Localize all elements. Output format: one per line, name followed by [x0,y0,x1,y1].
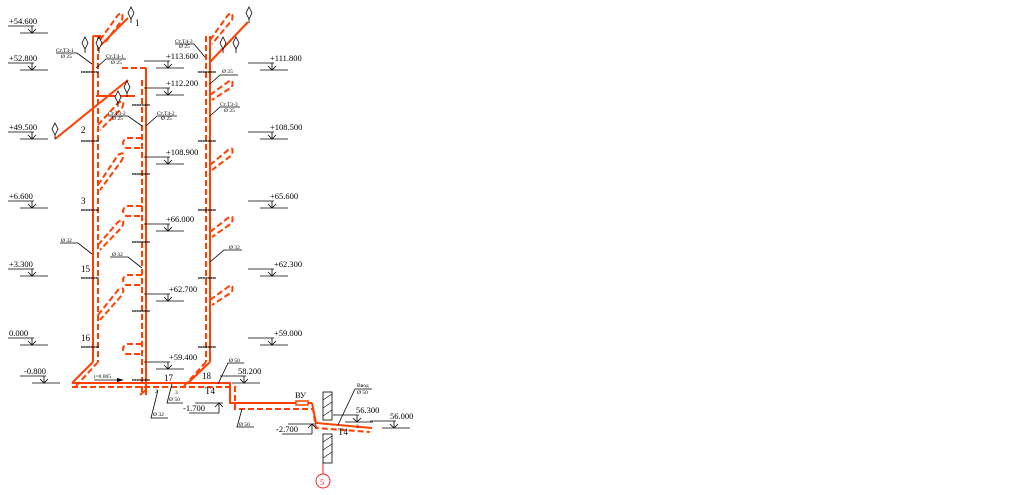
floor-numbers: 1 2 3 15 16 17 18 [81,18,212,383]
elevation-label: -1.700 [183,403,205,413]
section-marker: 5 [315,473,331,489]
elevation-marks-middle: +113.600 +112.200 +108.900 +66.000 +62.7… [143,51,198,370]
riser-diameter: Ø 25 [111,60,122,66]
elevation-label: +62.700 [169,284,197,294]
inlet-diameter: Ø 50 [357,390,368,396]
wall-section-top [322,391,333,421]
elevation-label: +62.300 [274,259,302,269]
riser-name: Ст.Т4-2 [157,111,175,117]
meter-unit-label: ВУ [295,390,307,400]
pipe-code: 3 [175,390,178,396]
floor-number: 1 [135,18,140,28]
riser-diameter: Ø 25 [112,116,123,122]
riser-name: Ст.Т3-1 [56,48,74,54]
riser-name: Ст.Т3-2 [108,111,126,117]
pipe-code: 2 [155,389,158,395]
elevation-label: -0.800 [24,366,46,376]
elevation-label: +113.600 [166,51,198,61]
elevation-label: +111.800 [270,53,302,63]
floor-number: 17 [164,373,174,383]
elevation-label: +59.000 [274,328,302,338]
elevation-label: 58.200 [238,366,261,376]
pipe-code: Т4 [338,427,348,437]
water-meter [295,400,309,406]
elevation-label: +49.500 [9,122,37,132]
floor-number: 15 [81,264,91,274]
riser-diameter: Ø 25 [224,108,235,114]
elevation-label: +59.400 [169,352,197,362]
floor-number: 16 [81,333,91,343]
elevation-label: +6.600 [9,191,33,201]
pipe-diameter: Ø 32 [112,252,123,258]
riser-diameter: Ø 25 [61,54,72,60]
main-line-t3 [72,386,371,433]
pipe-diameter: Ø 50 [169,397,180,403]
inlet-label: Ввод [357,383,369,389]
wall-section-bottom [322,433,333,464]
floor-number: 2 [81,125,86,135]
floor-number: 18 [202,371,212,381]
pipe-code: 3 [356,424,359,430]
elevation-label: 56.300 [356,405,379,415]
elevation-label: +112.200 [166,78,198,88]
elevation-label: +3.300 [9,259,33,269]
pipe-diameter: Ø 25 [222,69,233,75]
riser-diameter: Ø 25 [179,44,190,50]
elevation-label: +108.900 [166,147,198,157]
elevation-label: -2.700 [276,424,298,434]
pipe-diameter: Ø 32 [229,245,240,251]
section-marker-number: 5 [320,477,324,487]
riser-labels: Ст.Т3-1 Ø 25 Ст.Т4-1 Ø 25 Ст.Т4-3 Ø 25 С… [56,39,242,269]
slope-label: i=0.005 [94,374,111,380]
pipe-network [54,12,373,474]
riser-diameter: Ø 25 [161,116,172,122]
pipe-diameter: Ø 32 [61,238,72,244]
elevation-label: 56.000 [390,411,413,421]
elevation-label: +108.500 [270,122,302,132]
floor-number: 3 [81,196,86,206]
riser-name: Ст.Т3-3 [220,102,238,108]
elevation-label: +52.800 [9,53,37,63]
pipe-code: Т4 [205,386,215,396]
elevation-label: +65.600 [270,191,298,201]
elevation-label: +66.000 [166,214,194,224]
pipe-diameter: Ø 32 [153,412,164,418]
elevation-marks-left: +54.600 +52.800 +49.500 +6.600 +3.300 0.… [7,16,61,384]
riser-name: Ст.Т4-3 [175,39,193,45]
main-line-annotations: i=0.005 Ø 50 Ø 32 Ø 50 2 3 Т4 Ø 50 ВУ Вв… [94,358,372,437]
elevation-marks-right: +111.800 +108.500 +65.600 +62.300 +59.00… [247,53,302,346]
elevation-label: +54.600 [9,16,37,26]
pipe-diameter: Ø 50 [229,358,240,364]
elevation-label: 0.000 [9,328,28,338]
elevation-marks-bottom: 58.200 -1.700 -2.700 56.300 56.000 [183,366,413,435]
pipe-diameter: Ø 50 [239,422,250,428]
main-line-t4 [72,382,312,404]
floor-slabs [80,71,217,381]
riser-name: Ст.Т4-1 [106,54,124,60]
